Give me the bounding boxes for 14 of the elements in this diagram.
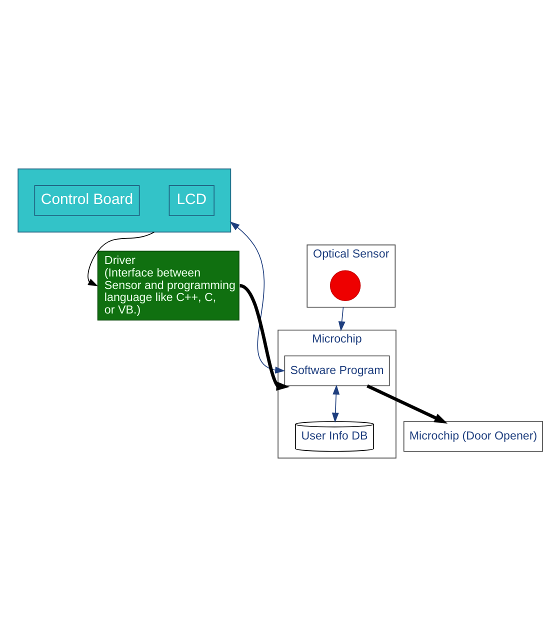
- arrow: [366, 384, 448, 424]
- arrow: [332, 384, 340, 423]
- cluster: Optical Sensor: [306, 244, 396, 308]
- node-box: Control Board: [34, 185, 140, 216]
- node-box: LCD: [168, 185, 214, 216]
- arrow: [230, 221, 286, 374]
- node-box: Software Program: [284, 355, 390, 386]
- node-box: Microchip (Door Opener): [403, 421, 544, 452]
- arrow: [239, 284, 290, 391]
- node-circle: [330, 270, 361, 302]
- node-box: Driver (Interface between Sensor and programming language like C++, C, or VB.): [97, 250, 240, 321]
- cluster: [18, 168, 232, 232]
- arrow: [338, 306, 346, 332]
- arrow: [88, 232, 155, 286]
